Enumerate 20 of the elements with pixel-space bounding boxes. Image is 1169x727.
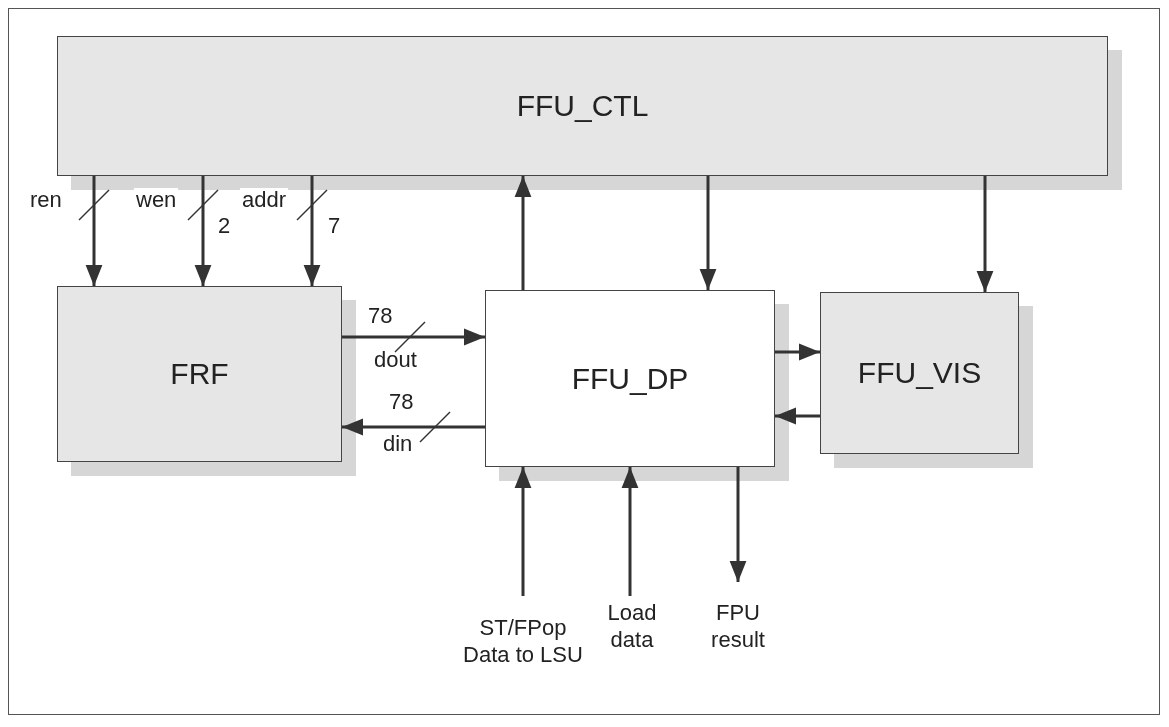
arrow: [621, 467, 639, 596]
arrow: [775, 343, 820, 361]
block-name: FFU_VIS: [857, 356, 982, 390]
arrow: [699, 176, 717, 290]
signal-label: Load data: [592, 596, 672, 656]
signal-label: ST/FPop Data to LSU: [463, 596, 583, 686]
arrow: [976, 176, 994, 292]
arrow: [775, 407, 820, 425]
block-name: FFU_DP: [571, 361, 689, 396]
block-name: FFU_CTL: [516, 89, 649, 123]
arrow: [85, 176, 103, 286]
signal-label: FPU result: [696, 596, 780, 656]
arrow: [303, 176, 321, 286]
arrow: [514, 176, 532, 290]
arrow: [342, 328, 485, 346]
arrow: [729, 467, 747, 582]
arrow: [194, 176, 212, 286]
block-name: FRF: [170, 357, 229, 391]
arrow: [514, 467, 532, 596]
arrow: [342, 418, 485, 436]
